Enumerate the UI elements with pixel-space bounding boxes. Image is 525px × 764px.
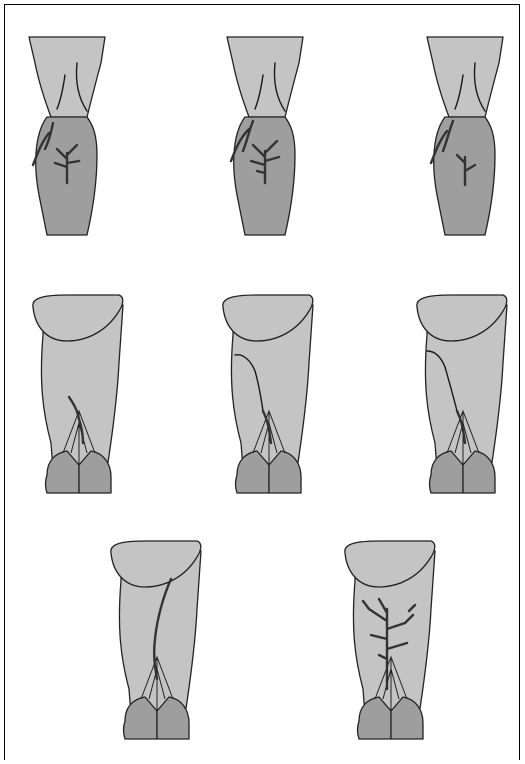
leg-diagram-calf-3 xyxy=(411,293,521,503)
panel-calf-2 xyxy=(217,293,327,503)
leg-diagram-calf-1 xyxy=(27,293,137,503)
leg-diagram-calf-2 xyxy=(217,293,327,503)
panel-knee-1 xyxy=(27,33,117,243)
panel-calf-4 xyxy=(105,539,215,749)
panel-knee-2 xyxy=(225,33,315,243)
leg-diagram-knee-2 xyxy=(225,33,315,243)
panel-calf-3 xyxy=(411,293,521,503)
panel-calf-1 xyxy=(27,293,137,503)
figure-frame xyxy=(4,4,520,760)
panel-knee-3 xyxy=(425,33,515,243)
leg-diagram-calf-4 xyxy=(105,539,215,749)
leg-diagram-knee-1 xyxy=(27,33,117,243)
leg-diagram-calf-5 xyxy=(339,539,449,749)
leg-diagram-knee-3 xyxy=(425,33,515,243)
panel-calf-5 xyxy=(339,539,449,749)
